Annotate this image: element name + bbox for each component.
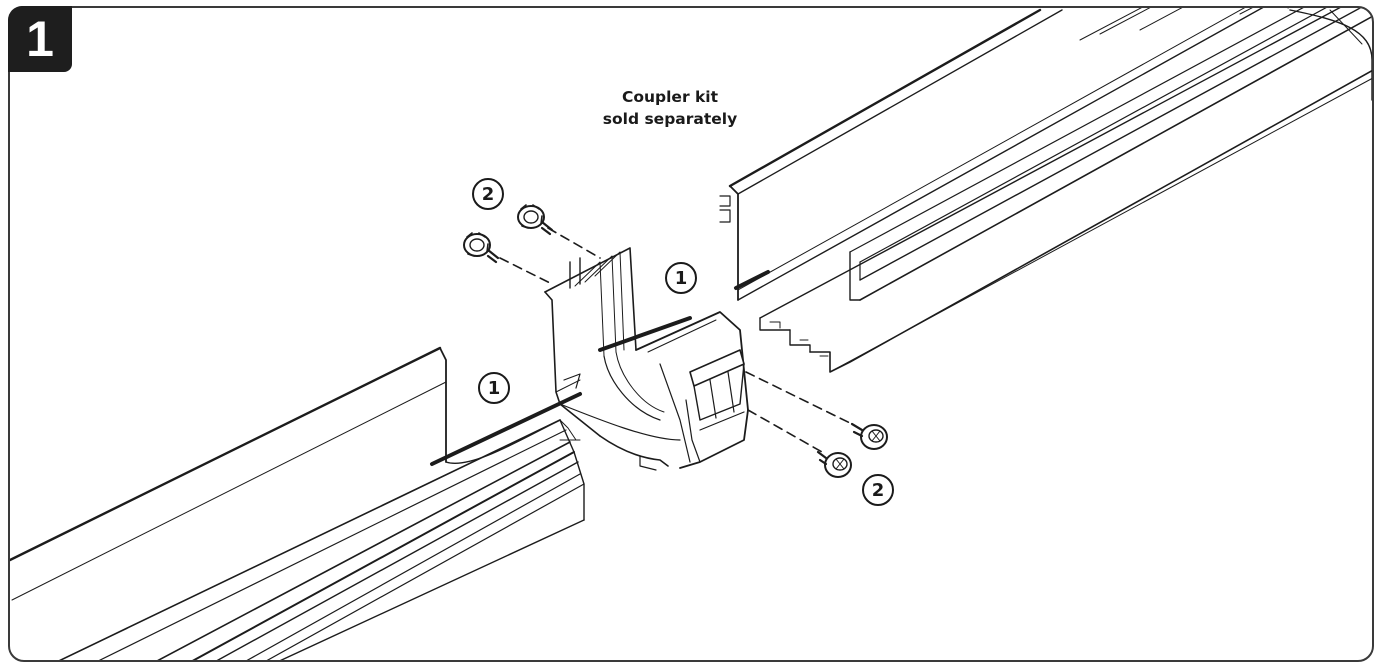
callout-rail-right: 1 bbox=[665, 262, 697, 294]
coupler bbox=[544, 247, 749, 471]
callout-screws-top: 2 bbox=[472, 178, 504, 210]
thumb-screw-bottom-right bbox=[850, 422, 888, 450]
illustration-frame bbox=[8, 6, 1374, 662]
thumb-screw-top-left bbox=[463, 232, 500, 264]
screw-guide-lines bbox=[499, 227, 853, 453]
thumb-screw-top-right bbox=[517, 204, 554, 236]
note-line-2: sold separately bbox=[602, 110, 738, 128]
note-line-1: Coupler kit bbox=[621, 88, 719, 106]
callout-rail-left: 1 bbox=[478, 372, 510, 404]
thumb-screw-bottom-left bbox=[816, 450, 852, 478]
left-gutter-rail bbox=[10, 346, 585, 660]
step-number-badge: 1 bbox=[8, 6, 72, 72]
right-gutter-rail bbox=[719, 8, 1372, 373]
callout-screws-bottom: 2 bbox=[862, 474, 894, 506]
coupler-kit-note: Coupler kit sold separately bbox=[590, 86, 750, 130]
